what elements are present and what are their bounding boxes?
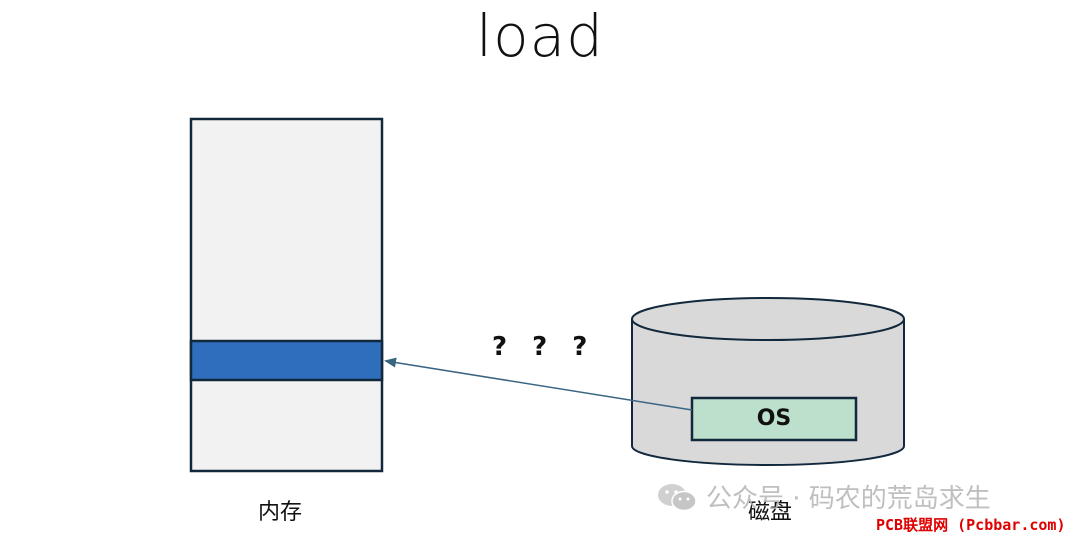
load-arrow [384, 357, 693, 411]
os-label: OS [756, 406, 792, 431]
memory-block [189, 117, 384, 473]
watermark: 公众号 · 码农的荒岛求生 [656, 478, 991, 515]
memory-label: 内存 [258, 500, 303, 525]
disk-label: 磁盘 [748, 500, 793, 525]
unknown-annotation: ? ? ? [492, 332, 596, 362]
pcb-banner: PCB联盟网 (Pcbbar.com) [872, 512, 1080, 538]
diagram-title: load [476, 2, 604, 70]
memory-highlight-segment [189, 339, 384, 382]
os-block [690, 396, 858, 442]
wechat-icon [658, 483, 697, 511]
watermark-text: 公众号 · 码农的荒岛求生 [706, 484, 991, 514]
